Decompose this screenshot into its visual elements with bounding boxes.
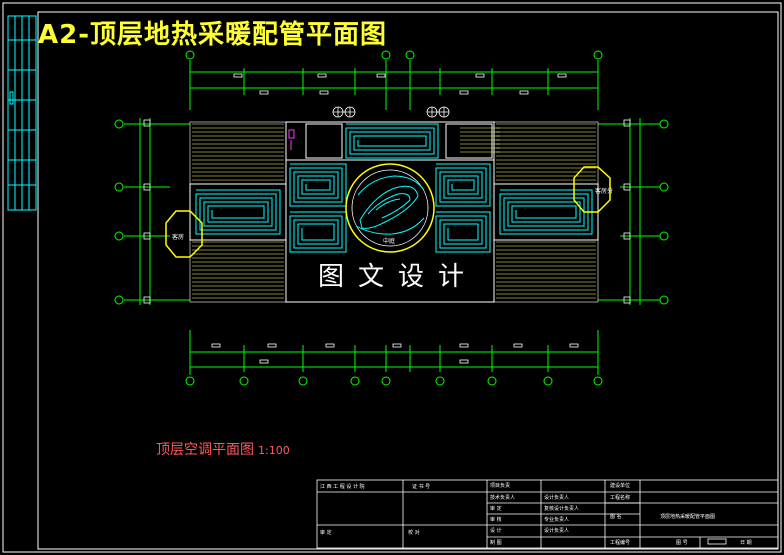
room-label-right: 客房分 (595, 188, 614, 195)
tb-project-name-label: 工程名称 (610, 495, 631, 501)
room-label-center: 中庭 (383, 238, 396, 245)
tb-sheet-label: 图 号 (676, 540, 688, 546)
right-wing-hatch (493, 121, 599, 303)
left-octagon-room (165, 210, 203, 258)
tb-checker: 专业负责人 (544, 517, 570, 523)
drawing-title: A2-顶层地热采暖配管平面图 (38, 20, 388, 50)
binding-strip (7, 15, 37, 211)
tb-check-label: 校 对 (408, 530, 420, 536)
left-axis-grid (114, 118, 190, 305)
tb-review-label: 审 定 (320, 530, 332, 536)
central-rotunda (345, 163, 435, 253)
tb-drawing-label: 图 名 (610, 514, 622, 520)
top-dim-text (233, 73, 567, 95)
tb-designer: 设计负责人 (544, 528, 570, 534)
bottom-dim-text (211, 343, 579, 364)
tb-review2: 复核设计负责人 (544, 506, 580, 512)
tb-tech-chief: 技术负责人 (490, 495, 516, 501)
tb-drawing-name: 顶层地热采暖配管平面图 (660, 514, 716, 520)
title-block (316, 479, 779, 549)
plan-subtitle: 顶层空调平面图 1:100 (156, 439, 290, 459)
tb-design-chief: 设计负责人 (544, 495, 570, 501)
bottom-dimensions (185, 330, 603, 386)
watermark: 图文设计 (303, 255, 493, 299)
tb-project-no-label: 工程编号 (610, 540, 631, 546)
top-dimensions (185, 50, 603, 110)
tb-project-label: 建设单位 (610, 483, 631, 489)
tb-review: 审 核 (490, 517, 502, 523)
floor-hatch-lines (192, 123, 596, 299)
stair (460, 127, 500, 153)
plan-scale: 1:100 (258, 444, 290, 457)
heating-pipe-coils (195, 123, 593, 253)
right-axis-grid (598, 118, 669, 305)
column-symbols (143, 106, 631, 304)
plan-subtitle-text: 顶层空调平面图 (156, 442, 254, 458)
tb-date-label: 日 期 (740, 540, 752, 546)
tb-drawn: 设 计 (490, 528, 502, 534)
tb-institute: 江 西 工 程 设 计 院 (320, 484, 365, 490)
tb-audit: 审 定 (490, 506, 502, 512)
tb-drawer: 制 图 (490, 540, 502, 546)
tb-proj-chief: 项目负责 (490, 483, 511, 489)
right-octagon-room (573, 166, 611, 213)
tb-cert: 证 书 号 (412, 484, 431, 490)
inner-border (37, 11, 779, 550)
room-label-left: 客房 (172, 234, 185, 241)
magenta-valve (288, 129, 295, 150)
